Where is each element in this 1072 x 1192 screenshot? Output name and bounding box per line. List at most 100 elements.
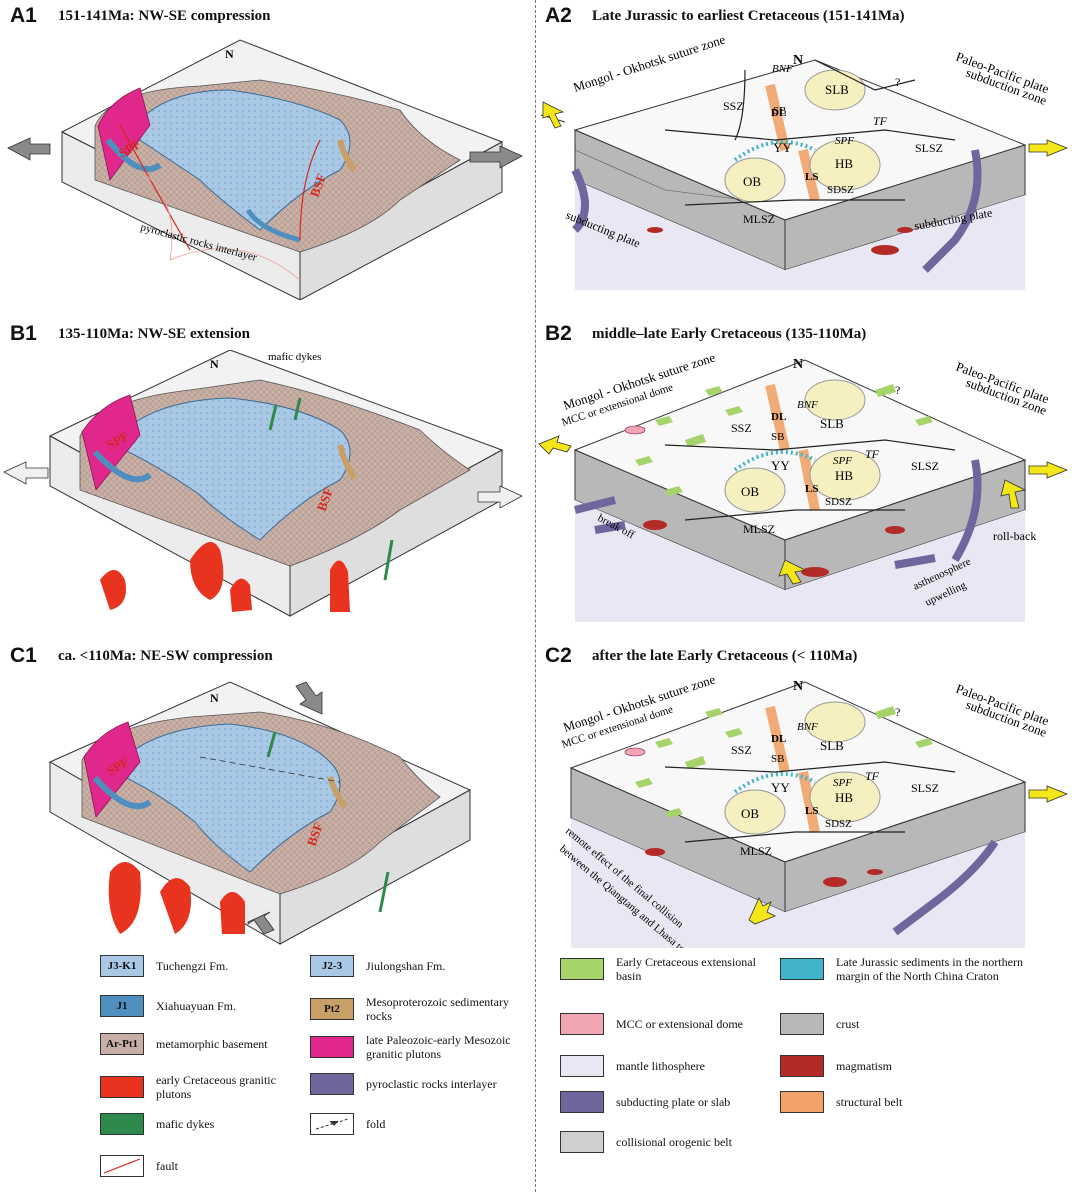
panel-label-b2: B2: [545, 322, 572, 345]
panel-title-b1: 135-110Ma: NW-SE extension: [58, 326, 250, 342]
label-hb-c2: HB: [835, 790, 853, 805]
label-slb-a2: SLB: [825, 82, 849, 97]
legend-label: Xiahuayuan Fm.: [156, 999, 236, 1013]
label-spf-c2: SPF: [833, 777, 852, 789]
panel-divider: [535, 0, 536, 1192]
legend-right-item: MCC or extensional dome: [560, 1013, 766, 1035]
label-spf-b2: SPF: [833, 455, 852, 467]
legend-label: fault: [156, 1159, 178, 1173]
legend-label: Tuchengzi Fm.: [156, 959, 229, 973]
legend-label: crust: [836, 1017, 860, 1031]
arrow-left-b2: [538, 435, 572, 455]
legend-label: late Paleozoic-early Mesozoic granitic p…: [366, 1033, 511, 1061]
panel-label-a1: A1: [10, 4, 37, 27]
block-diagram-b2: Mongol - Okhotsk suture zone MCC or exte…: [538, 350, 1069, 622]
legend-swatch: J3-K1: [100, 955, 144, 977]
legend-right-item: crust: [780, 1013, 1056, 1035]
label-mlsz-a2: MLSZ: [743, 212, 775, 226]
arrow-left-a2: [542, 101, 565, 129]
legend-swatch: [310, 1073, 354, 1095]
label-ob-c2: OB: [741, 806, 759, 821]
compression-arrow-bottom: [247, 911, 275, 935]
panel-title-c1: ca. <110Ma: NE-SW compression: [58, 648, 273, 664]
label-bnf-a2: BNF: [772, 63, 793, 75]
label-tf-b2: TF: [865, 447, 880, 461]
label-bnf-c2: BNF: [797, 721, 818, 733]
label-yy-a2: YY: [773, 140, 792, 155]
label-slb-c2: SLB: [820, 738, 844, 753]
legend-label: structural belt: [836, 1095, 903, 1109]
north-arrow-c1: N: [210, 691, 219, 705]
legend-right-item: collisional orogenic belt: [560, 1131, 766, 1153]
arrow-right-a2: [1028, 139, 1069, 157]
label-sb-a2: SB: [773, 105, 786, 117]
legend-label: metamorphic basement: [156, 1037, 268, 1051]
north-arrow-a1: N: [225, 47, 234, 61]
label-slsz-b2: SLSZ: [911, 459, 939, 473]
legend-swatch: [780, 1091, 824, 1113]
label-slsz-c2: SLSZ: [911, 781, 939, 795]
block-diagram-a2: Mongol - Okhotsk suture zone Paleo-Pacif…: [540, 31, 1069, 290]
label-slb-b2: SLB: [820, 416, 844, 431]
label-dl-b2: DL: [771, 411, 786, 423]
legend-label: Jiulongshan Fm.: [366, 959, 446, 973]
panel-title-a2: Late Jurassic to earliest Cretaceous (15…: [592, 8, 905, 24]
legend-swatch: J1: [100, 995, 144, 1017]
legend-swatch: [560, 958, 604, 980]
legend-left-item: late Paleozoic-early Mesozoic granitic p…: [310, 1033, 516, 1061]
legend-right-item: mantle lithosphere: [560, 1055, 766, 1077]
legend-swatch: [310, 1113, 354, 1135]
legend-swatch: J2-3: [310, 955, 354, 977]
legend-label: Late Jurassic sediments in the northern …: [836, 955, 1023, 983]
compression-arrow-right: [469, 145, 523, 169]
label-ob-a2: OB: [743, 174, 761, 189]
compression-arrow-top: [295, 681, 323, 715]
label-sdsz-a2: SDSZ: [827, 184, 854, 196]
legend-label: early Cretaceous granitic plutons: [156, 1073, 276, 1101]
label-ls-a2: LS: [805, 171, 818, 183]
label-ls-c2: LS: [805, 805, 818, 817]
label-yy-c2: YY: [771, 780, 790, 795]
legend-swatch: Pt2: [310, 998, 354, 1020]
arrow-down-b2: [778, 559, 807, 585]
label-sb-b2: SB: [771, 431, 784, 443]
legend-label: Early Cretaceous extensional basin: [616, 955, 756, 983]
label-hb-a2: HB: [835, 156, 853, 171]
panel-title-b2: middle–late Early Cretaceous (135-110Ma): [592, 326, 867, 342]
label-dl-c2: DL: [771, 733, 786, 745]
legend-right-item: Late Jurassic sediments in the northern …: [780, 955, 1056, 983]
legend-label: subducting plate or slab: [616, 1095, 731, 1109]
legend-label: MCC or extensional dome: [616, 1017, 743, 1031]
legend-swatch: [100, 1155, 144, 1177]
extension-arrow-left: [3, 461, 49, 485]
north-arrow-a2: N: [793, 53, 803, 68]
label-mlsz-b2: MLSZ: [743, 522, 775, 536]
legend-swatch: [560, 1131, 604, 1153]
label-q-c2: ?: [895, 705, 900, 719]
block-diagram-c1: SPF BSF N: [48, 681, 472, 945]
block-diagram-c2: Mongol - Okhotsk suture zone MCC or exte…: [557, 672, 1069, 948]
label-yy-b2: YY: [771, 458, 790, 473]
label-mlsz-c2: MLSZ: [740, 844, 772, 858]
legend-swatch: [560, 1013, 604, 1035]
legend-swatch: [780, 1013, 824, 1035]
label-mafic-b1: mafic dykes: [268, 351, 321, 363]
panel-label-c2: C2: [545, 644, 572, 667]
label-ssz-b2: SSZ: [731, 421, 752, 435]
label-tf-a2: TF: [873, 114, 888, 128]
panel-label-a2: A2: [545, 4, 572, 27]
legend-right-item: structural belt: [780, 1091, 1056, 1113]
legend-swatch: [310, 1036, 354, 1058]
block-diagram-b1: SPF BSF mafic dykes N: [3, 350, 523, 617]
label-q-a2: ?: [895, 75, 900, 89]
north-arrow-b2: N: [793, 357, 803, 372]
arrow-up-c2: [748, 897, 776, 925]
legend-left-item: J3-K1 Tuchengzi Fm.: [100, 955, 306, 977]
extension-arrow-right: [477, 485, 523, 509]
label-rollback-b2: roll-back: [993, 529, 1036, 543]
legend-label: collisional orogenic belt: [616, 1135, 732, 1149]
legend-left-item: fold: [310, 1113, 516, 1135]
label-tf-c2: TF: [865, 769, 880, 783]
panel-label-b1: B1: [10, 322, 37, 345]
panel-title-a1: 151-141Ma: NW-SE compression: [58, 8, 271, 24]
